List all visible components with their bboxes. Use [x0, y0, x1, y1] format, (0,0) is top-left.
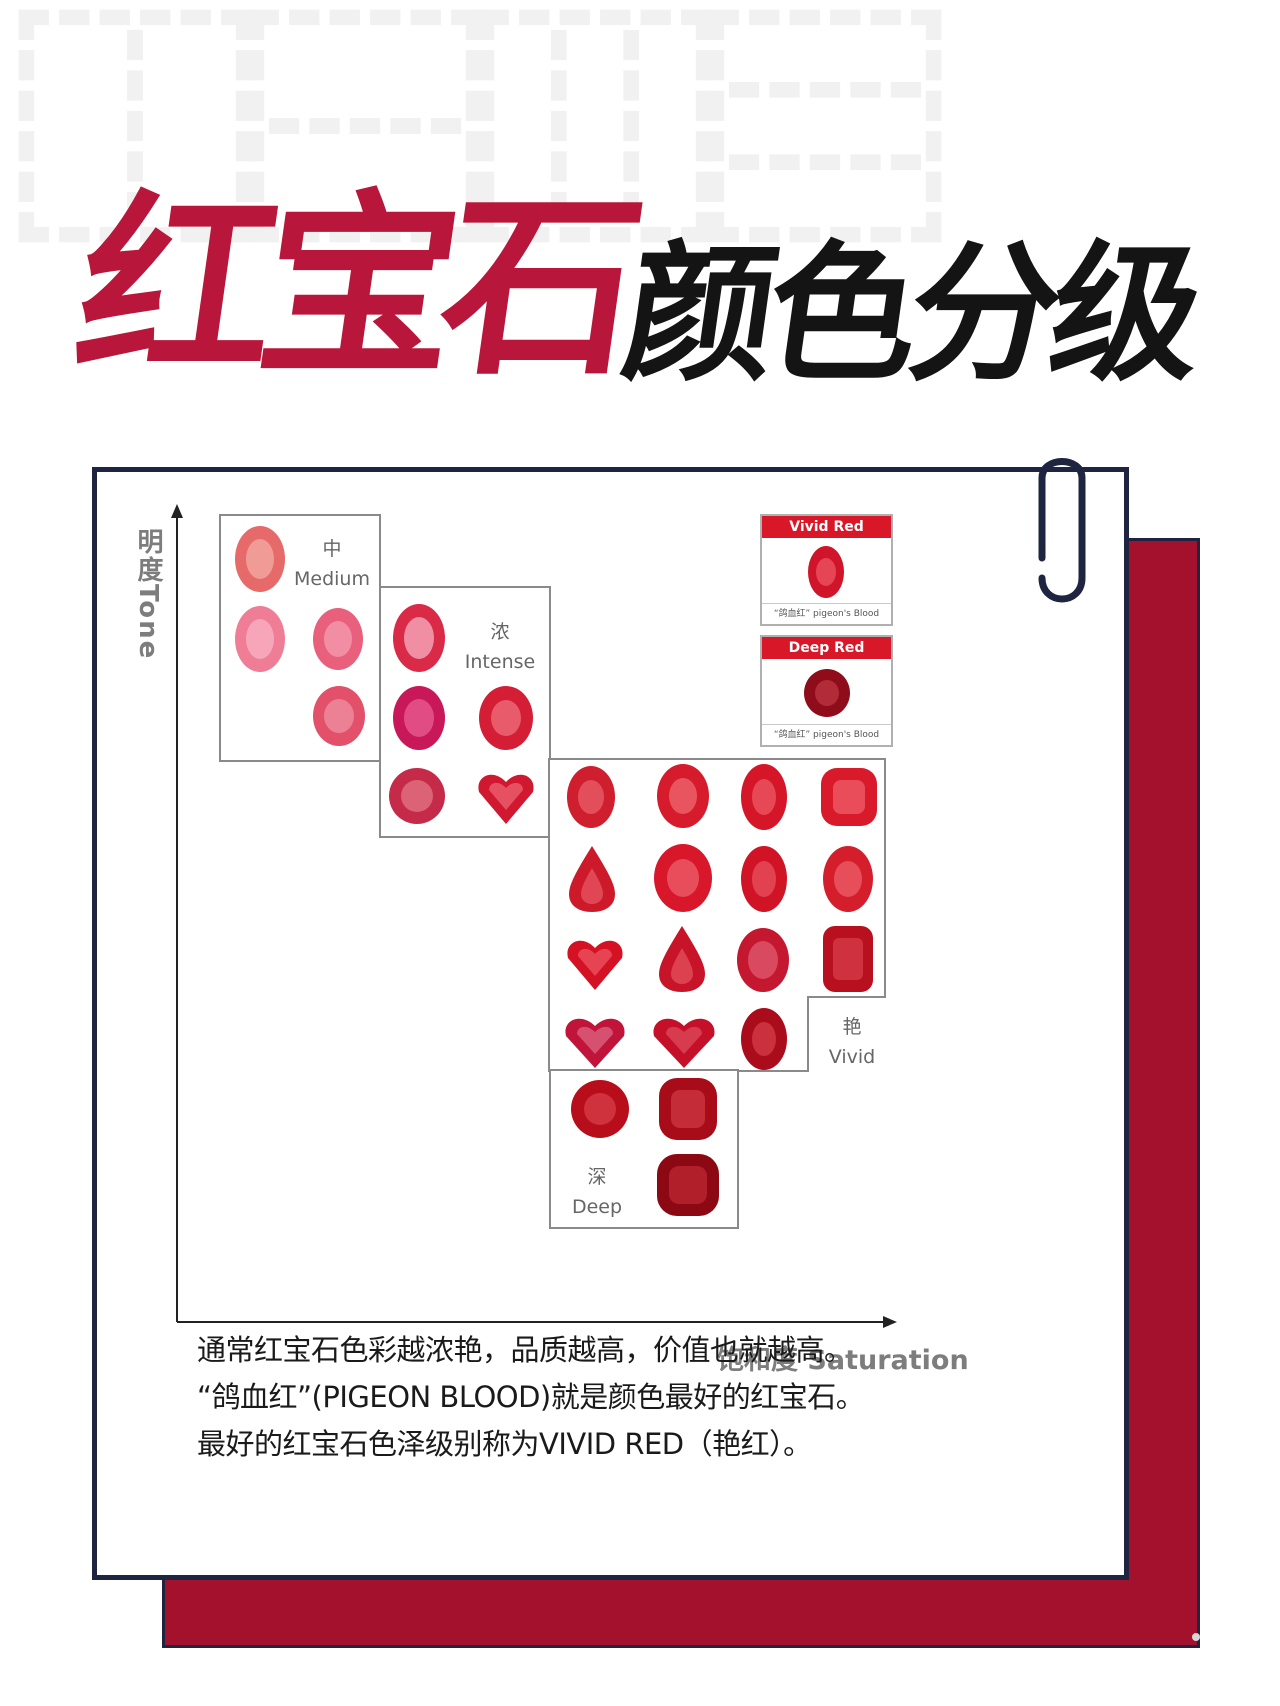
gem-icon	[479, 686, 533, 750]
title-red: 红宝石	[63, 174, 643, 402]
gem-icon	[393, 686, 445, 750]
legend-header: Vivid Red	[762, 516, 891, 538]
legend-header: Deep Red	[762, 637, 891, 659]
legend-deep-red: Deep Red “鸽血红” pigeon's Blood	[760, 635, 893, 747]
gem-icon	[654, 844, 712, 912]
x-axis-label: 饱和度 Saturation	[717, 1345, 969, 1376]
page-title: 红宝石 颜色分级	[0, 170, 1280, 420]
y-axis-label: 明度Tone	[133, 528, 163, 661]
gem-icon	[741, 846, 787, 912]
gem-icon	[657, 1154, 719, 1216]
gem-icon	[567, 766, 615, 828]
gem-icon	[565, 1018, 625, 1068]
legend-caption: “鸽血红” pigeon's Blood	[762, 724, 891, 745]
background-watermark: ⿰⿱⿲⿳	[10, 0, 950, 280]
gem-icon	[659, 926, 705, 992]
gem-icon	[657, 764, 709, 828]
gem-icon	[567, 940, 623, 990]
gem-icon	[393, 604, 445, 672]
description-line: 最好的红宝石色泽级别称为VIVID RED（艳红）。	[197, 1427, 812, 1461]
gem-icon	[823, 846, 873, 912]
gem-icon	[653, 1018, 715, 1068]
gem-icon	[737, 928, 789, 992]
axes	[171, 504, 897, 1328]
gem-icon	[741, 1008, 787, 1070]
gem-icon	[823, 926, 873, 992]
corner-dot	[1192, 1633, 1200, 1641]
gem-icon	[571, 1080, 629, 1138]
gem-icon	[313, 686, 365, 746]
gem-icon	[235, 606, 285, 672]
gem-icon	[659, 1078, 717, 1140]
gem-icon	[569, 846, 615, 912]
legend-caption: “鸽血红” pigeon's Blood	[762, 603, 891, 624]
paperclip-icon	[1038, 458, 1086, 603]
description-line: 通常红宝石色彩越浓艳，品质越高，价值也就越高。	[197, 1333, 853, 1367]
legend-vivid-red: Vivid Red “鸽血红” pigeon's Blood	[760, 514, 893, 626]
gem-icon	[808, 546, 844, 598]
gem-icon	[389, 768, 445, 824]
gem-icon	[313, 608, 363, 670]
gem-icon	[235, 526, 285, 592]
title-black: 颜色分级	[613, 228, 1207, 402]
gem-icon	[741, 764, 787, 830]
gem-icon	[821, 768, 877, 826]
description: 通常红宝石色彩越浓艳，品质越高，价值也就越高。 “鸽血红”(PIGEON BLO…	[197, 1327, 1037, 1468]
description-line: “鸽血红”(PIGEON BLOOD)就是颜色最好的红宝石。	[197, 1380, 865, 1414]
gem-icon	[804, 669, 850, 717]
gem-icon	[478, 774, 534, 824]
